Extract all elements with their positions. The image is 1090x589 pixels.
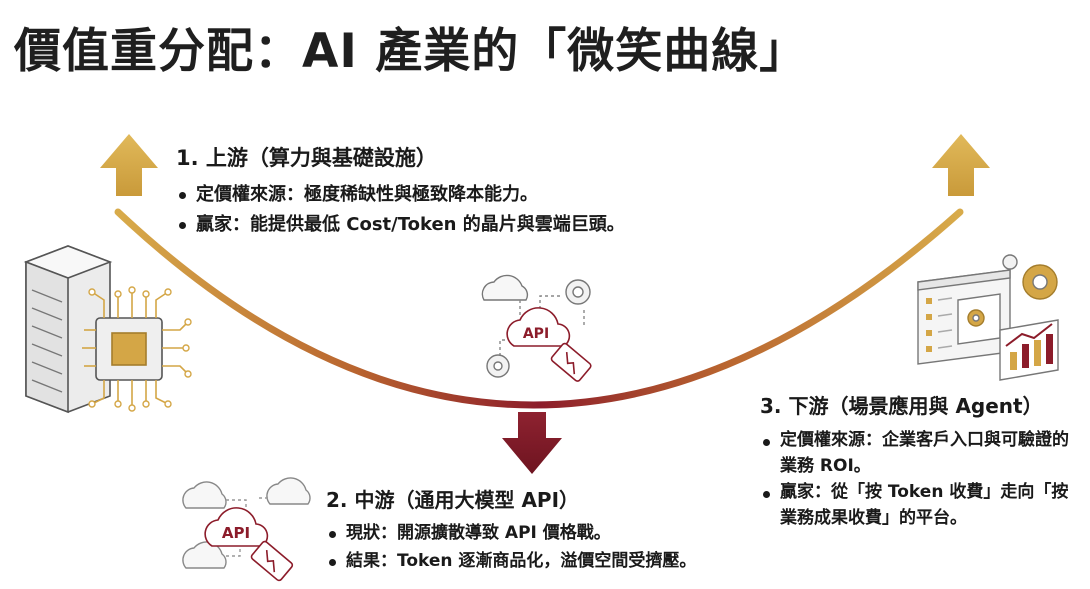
list-item: 結果：Token 逐漸商品化，溢價空間受擠壓。	[326, 547, 696, 575]
api-cloud-icon	[182, 477, 311, 582]
upstream-up-arrow-icon	[100, 134, 158, 196]
midstream-bullets: 現狀：開源擴散導致 API 價格戰。 結果：Token 逐漸商品化，溢價空間受擠…	[326, 519, 696, 575]
midstream-section: 2. 中游（通用大模型 API） 現狀：開源擴散導致 API 價格戰。 結果：T…	[326, 484, 696, 575]
midstream-down-arrow-icon	[502, 412, 562, 474]
downstream-up-arrow-icon	[932, 134, 990, 196]
upstream-heading: 1. 上游（算力與基礎設施）	[176, 146, 437, 170]
list-item: 現狀：開源擴散導致 API 價格戰。	[326, 519, 696, 547]
dashboard-analytics-icon	[917, 254, 1059, 381]
midstream-api-label: API	[222, 524, 250, 542]
downstream-bullets: 定價權來源：企業客戶入口與可驗證的業務 ROI。 贏家：從「按 Token 收費…	[760, 427, 1085, 531]
upstream-section: 1. 上游（算力與基礎設施） 定價權來源：極度稀缺性與極致降本能力。 贏家：能提…	[176, 142, 625, 240]
list-item: 贏家：能提供最低 Cost/Token 的晶片與雲端巨頭。	[176, 210, 625, 240]
center-api-label: API	[523, 326, 549, 342]
list-item: 贏家：從「按 Token 收費」走向「按業務成果收費」的平台。	[760, 479, 1085, 531]
server-chip-icon	[23, 245, 192, 414]
upstream-bullets: 定價權來源：極度稀缺性與極致降本能力。 贏家：能提供最低 Cost/Token …	[176, 180, 625, 240]
downstream-heading: 3. 下游（場景應用與 Agent）	[760, 394, 1043, 418]
list-item: 定價權來源：企業客戶入口與可驗證的業務 ROI。	[760, 427, 1085, 479]
api-network-icon	[481, 274, 592, 382]
page-title: 價值重分配：AI 產業的「微笑曲線」	[14, 24, 808, 79]
midstream-heading: 2. 中游（通用大模型 API）	[326, 488, 580, 512]
list-item: 定價權來源：極度稀缺性與極致降本能力。	[176, 180, 625, 210]
downstream-section: 3. 下游（場景應用與 Agent） 定價權來源：企業客戶入口與可驗證的業務 R…	[760, 390, 1085, 531]
smile-curve	[114, 208, 964, 409]
